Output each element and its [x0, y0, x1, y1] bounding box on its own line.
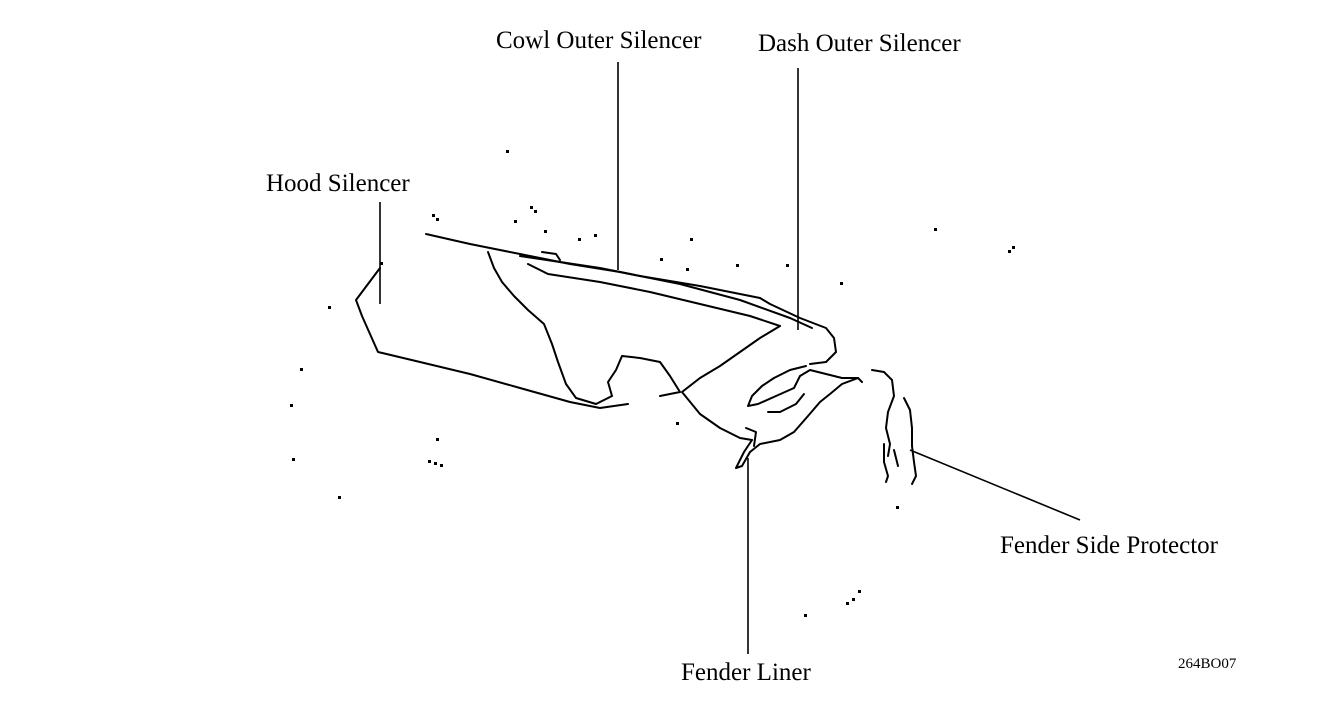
- cowl-outer-silencer-outline: [519, 251, 837, 365]
- fender-liner-label: Fender Liner: [681, 659, 811, 686]
- hood-silencer-label: Hood Silencer: [266, 170, 410, 197]
- leader-line-fender-side-protector: [909, 449, 1081, 521]
- figure-code: 264BO07: [1178, 656, 1237, 672]
- center-panel-outline: [487, 251, 781, 441]
- dash-outer-silencer-label: Dash Outer Silencer: [758, 30, 961, 57]
- hood-silencer-outline: [355, 233, 813, 409]
- fender-side-protector-outline: [871, 369, 917, 485]
- fender-liner-outline: [735, 365, 863, 469]
- fender-side-protector-label: Fender Side Protector: [1000, 532, 1219, 559]
- drawing-specks: [290, 150, 1015, 617]
- cowl-outer-silencer-label: Cowl Outer Silencer: [496, 27, 702, 54]
